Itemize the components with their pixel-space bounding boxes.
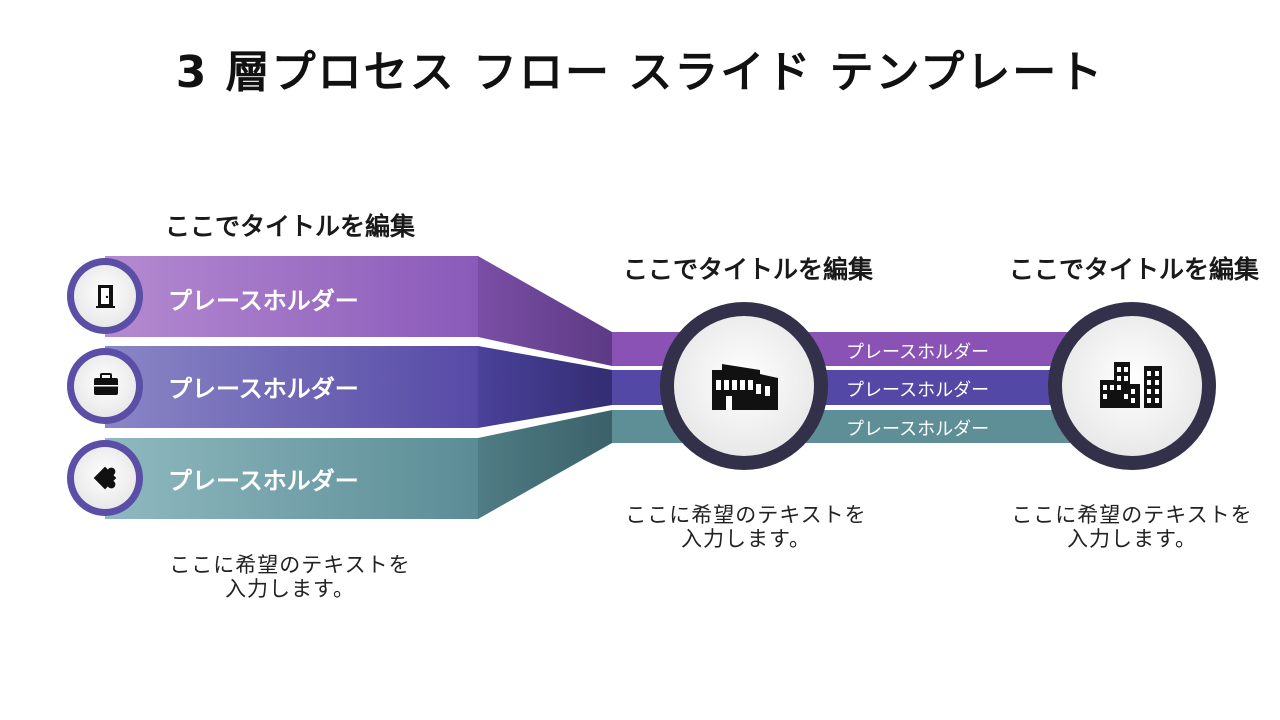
middle-section-text: ここに希望のテキストを 入力します。 (625, 503, 867, 551)
band-teal (105, 438, 478, 519)
band-label-1: プレースホルダー (168, 287, 359, 315)
band-label-3: プレースホルダー (168, 467, 359, 495)
taper-purple (478, 256, 612, 366)
connector-label-3: プレースホルダー (846, 419, 990, 440)
connector-label-2: プレースホルダー (846, 380, 990, 401)
connector-label-1: プレースホルダー (846, 342, 990, 363)
taper-teal (478, 410, 612, 519)
right-section-title: ここでタイトルを編集 (1008, 255, 1259, 284)
page-title: 3 層プロセス フロー スライド テンプレート (175, 47, 1105, 98)
band-indigo (105, 346, 478, 428)
band-label-2: プレースホルダー (168, 375, 359, 403)
city-buildings-icon (1048, 302, 1216, 470)
factory-icon (660, 302, 828, 470)
left-section-title: ここでタイトルを編集 (164, 212, 415, 241)
middle-section-title: ここでタイトルを編集 (622, 255, 873, 284)
right-section-text: ここに希望のテキストを 入力します。 (1011, 503, 1253, 551)
briefcase-icon (67, 348, 143, 424)
puzzle-icon (67, 440, 143, 516)
band-purple (105, 256, 478, 337)
left-section-text: ここに希望のテキストを 入力します。 (169, 553, 411, 601)
taper-indigo (478, 346, 612, 428)
door-icon (67, 258, 143, 334)
